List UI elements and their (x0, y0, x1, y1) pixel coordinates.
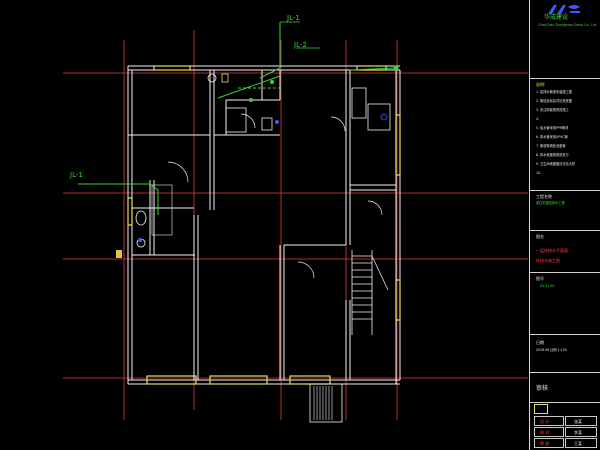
window (395, 114, 401, 176)
pipe-label: JL-1 (69, 171, 83, 179)
valve-marker (221, 73, 229, 83)
divider (530, 190, 600, 191)
divider (530, 230, 600, 231)
water-pipe (259, 67, 281, 79)
signoff-name-cell: 李某 (565, 427, 597, 437)
window (153, 65, 191, 71)
signoff-role-cell: 设 计 (534, 416, 564, 426)
drawing-header: 图名 (536, 234, 544, 239)
note-line: 6. 排水管采用UPVC管 (536, 135, 568, 139)
divider (530, 372, 600, 373)
note-line: 10. (536, 171, 542, 175)
note-line: 1. 给排水管道安装施工图 (536, 90, 572, 94)
note-line: 2. 管径及标高详见系统图 (536, 99, 572, 103)
number-value: SS-01 A0 (540, 284, 555, 288)
company-name-en: ChaoChao Zhongmao Group Co., Ltd (538, 23, 597, 27)
window (395, 279, 401, 321)
project-header: 工程名称 (536, 194, 552, 199)
water-pipe (149, 183, 159, 191)
valve-marker (116, 250, 122, 258)
sink-fixture (351, 87, 367, 119)
divider (530, 78, 600, 79)
door-swing (240, 113, 256, 129)
date-value: 2016.06 比例 1:100 (536, 348, 567, 352)
logo-mark-icon (548, 5, 580, 14)
drawing-name-line-2: 给排水施工图 (536, 258, 560, 263)
toilet-icon (261, 117, 273, 131)
entry-landing (309, 383, 343, 423)
note-line: 3. 未注明者按规范施工 (536, 108, 569, 112)
pipe-riser-icon (270, 80, 274, 84)
floor-plan-drawing[interactable]: JL-1JL-2JL-1 (0, 0, 529, 450)
shower-fixture (225, 107, 247, 133)
window (209, 375, 268, 385)
number-header: 图号 (536, 276, 544, 281)
pipe-riser-icon (393, 65, 399, 71)
title-block: 华成建设 ChaoChao Zhongmao Group Co., Ltd 说明… (529, 0, 600, 450)
divider (530, 402, 600, 403)
signoff-tag (534, 404, 548, 414)
drain-icon (380, 113, 388, 121)
pipe-label: JL-1 (286, 14, 300, 22)
signoff-role: 设 计 (540, 419, 550, 424)
note-line: 9. 卫生间地漏做法详见大样 (536, 162, 576, 166)
project-value: 某住宅楼给排水工程 (536, 201, 565, 205)
window (146, 375, 197, 385)
signoff-name: 李某 (574, 430, 582, 435)
divider (530, 334, 600, 335)
signoff-role: 校 对 (540, 430, 550, 435)
signoff-role-cell: 校 对 (534, 427, 564, 437)
note-line: 5. 给水管采用PPR管材 (536, 126, 569, 130)
pipe-riser-icon (249, 98, 253, 102)
divider (530, 272, 600, 273)
door-swing (367, 200, 383, 216)
note-line: 4. (536, 117, 540, 121)
stair-arrow (371, 255, 389, 291)
door-swing (297, 261, 315, 279)
pipe-label: JL-2 (293, 41, 307, 49)
counter-fixture (367, 103, 391, 131)
basin-icon (207, 73, 217, 83)
toilet-icon (135, 210, 147, 226)
notes-header: 说明: (536, 82, 546, 87)
door-swing (330, 116, 346, 132)
note-line: 8. 排水坡度按规范执行 (536, 153, 569, 157)
note-line: 7. 管道穿墙处设套管 (536, 144, 566, 148)
signoff-name: 张某 (574, 419, 582, 424)
door-swing (167, 161, 189, 183)
approval-stamp: 审核 (536, 385, 549, 392)
company-name-cn: 华成建设 (544, 14, 569, 21)
bathtub-fixture (151, 184, 173, 236)
drain-icon (138, 238, 142, 242)
date-header: 日期 (536, 340, 544, 345)
drawing-name-line-1: 一层给排水平面图 (536, 248, 568, 253)
signoff-name-cell: 王某 (565, 438, 597, 448)
company-logo (544, 2, 586, 16)
window (127, 197, 133, 226)
signoff-name: 王某 (574, 441, 582, 446)
signoff-role-cell: 审 核 (534, 438, 564, 448)
signoff-role: 审 核 (540, 441, 550, 446)
signoff-name-cell: 张某 (565, 416, 597, 426)
water-pipe (349, 67, 397, 71)
drain-icon (275, 120, 279, 124)
water-pipe (217, 75, 281, 99)
